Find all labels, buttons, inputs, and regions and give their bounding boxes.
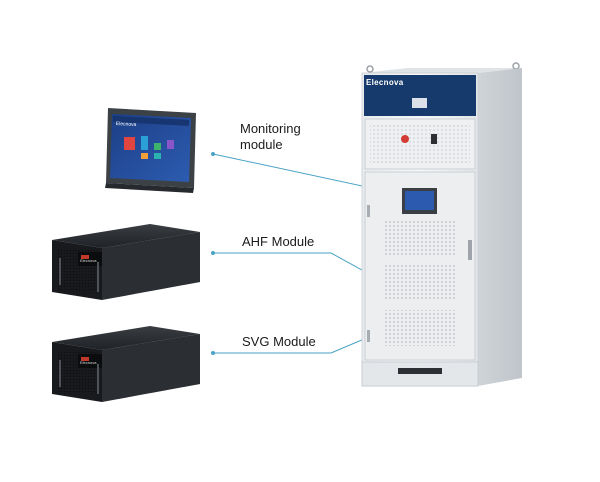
monitor-device bbox=[105, 108, 196, 193]
monitor-brand-text: Elecnova bbox=[115, 121, 137, 129]
cabinet-brand-text: Elecnova bbox=[366, 78, 404, 87]
monitoring-module-label-line1: Monitoring bbox=[240, 121, 301, 136]
svg-module-label: SVG Module bbox=[242, 334, 316, 349]
monitoring-module-label-line2: module bbox=[240, 137, 283, 152]
cabinet bbox=[361, 62, 522, 387]
ahf-rack-module bbox=[52, 224, 200, 300]
ahf-module-brand-text: Elecnova bbox=[80, 258, 97, 263]
svg-module-brand-text: Elecnova bbox=[80, 360, 97, 365]
monitoring-module-label: Monitoring module bbox=[240, 121, 301, 153]
ahf-module-label: AHF Module bbox=[242, 234, 315, 249]
svg-rack-module bbox=[52, 326, 200, 402]
